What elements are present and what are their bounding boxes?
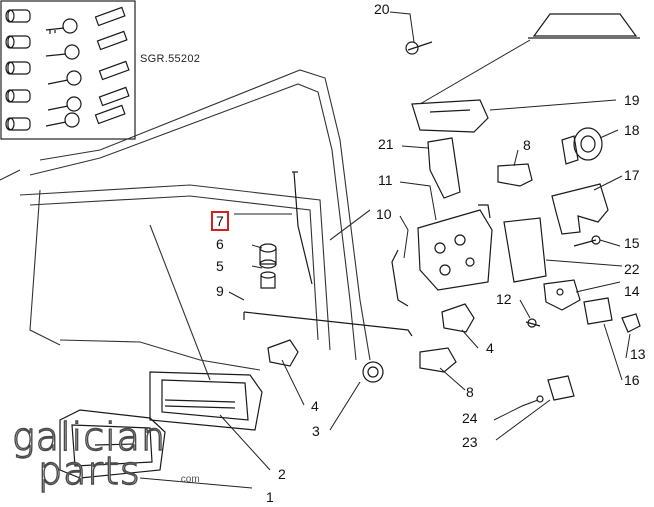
screw — [525, 318, 541, 328]
key-set-inset — [0, 0, 136, 140]
part-label-17[interactable]: 17 — [624, 167, 640, 183]
part-label-24[interactable]: 24 — [462, 410, 478, 426]
key-tag-icon — [94, 6, 130, 125]
watermark-line-1: galician — [11, 415, 167, 459]
part-label-4-upper[interactable]: 4 — [486, 340, 494, 356]
part-label-12[interactable]: 12 — [496, 291, 512, 307]
door-frame-outline — [0, 69, 371, 381]
leader-lines — [139, 11, 631, 489]
part-label-21[interactable]: 21 — [378, 136, 394, 152]
spring-clip — [621, 313, 641, 333]
interior-handle — [149, 371, 263, 431]
door-switch — [547, 375, 575, 401]
trim-panel — [503, 217, 547, 283]
part-label-7-highlighted[interactable]: 7 — [211, 211, 229, 231]
part-label-10[interactable]: 10 — [376, 206, 392, 222]
part-label-15[interactable]: 15 — [624, 235, 640, 251]
part-label-9[interactable]: 9 — [216, 283, 224, 299]
watermark-line-2: parts — [37, 449, 141, 493]
part-label-4-lower[interactable]: 4 — [311, 398, 319, 414]
bolt — [573, 235, 601, 247]
upper-lock-plate — [411, 99, 489, 133]
shim-plate — [583, 297, 613, 325]
part-label-11[interactable]: 11 — [378, 172, 393, 188]
part-label-3[interactable]: 3 — [312, 423, 320, 439]
lamp-cover — [528, 13, 640, 39]
bushing — [362, 361, 384, 383]
watermark-suffix: .com — [178, 474, 200, 485]
part-label-23[interactable]: 23 — [462, 434, 478, 450]
clip — [267, 303, 475, 367]
part-label-8-lower[interactable]: 8 — [466, 384, 474, 400]
exterior-handle — [59, 409, 166, 479]
bracket — [419, 163, 533, 373]
part-label-5[interactable]: 5 — [216, 258, 224, 274]
door-lock-mechanism — [417, 204, 493, 291]
watermark-logo: galician parts — [11, 417, 166, 490]
part-label-20[interactable]: 20 — [374, 1, 390, 17]
part-label-14[interactable]: 14 — [624, 283, 640, 299]
part-label-8-upper[interactable]: 8 — [523, 137, 531, 153]
part-label-1[interactable]: 1 — [266, 489, 274, 505]
part-label-18[interactable]: 18 — [624, 122, 640, 138]
part-label-2[interactable]: 2 — [278, 466, 286, 482]
lock-cylinder-icon — [5, 9, 31, 131]
lock-rod — [292, 171, 313, 285]
catalog-code: SGR.55202 — [140, 53, 201, 65]
key-icon — [45, 18, 82, 128]
mounting-bolt — [405, 41, 433, 55]
release-rod — [391, 249, 409, 307]
part-label-13[interactable]: 13 — [630, 346, 646, 362]
part-label-19[interactable]: 19 — [624, 92, 640, 108]
connecting-rod — [243, 311, 413, 337]
striker-plate — [543, 279, 581, 311]
part-label-22[interactable]: 22 — [624, 261, 640, 277]
door-lock-cylinder — [561, 127, 603, 165]
u-guard — [551, 183, 609, 235]
part-label-6[interactable]: 6 — [216, 236, 224, 252]
part-label-16[interactable]: 16 — [624, 372, 640, 388]
lock-cover — [427, 137, 461, 199]
grommet — [259, 243, 277, 289]
pin — [521, 395, 544, 407]
